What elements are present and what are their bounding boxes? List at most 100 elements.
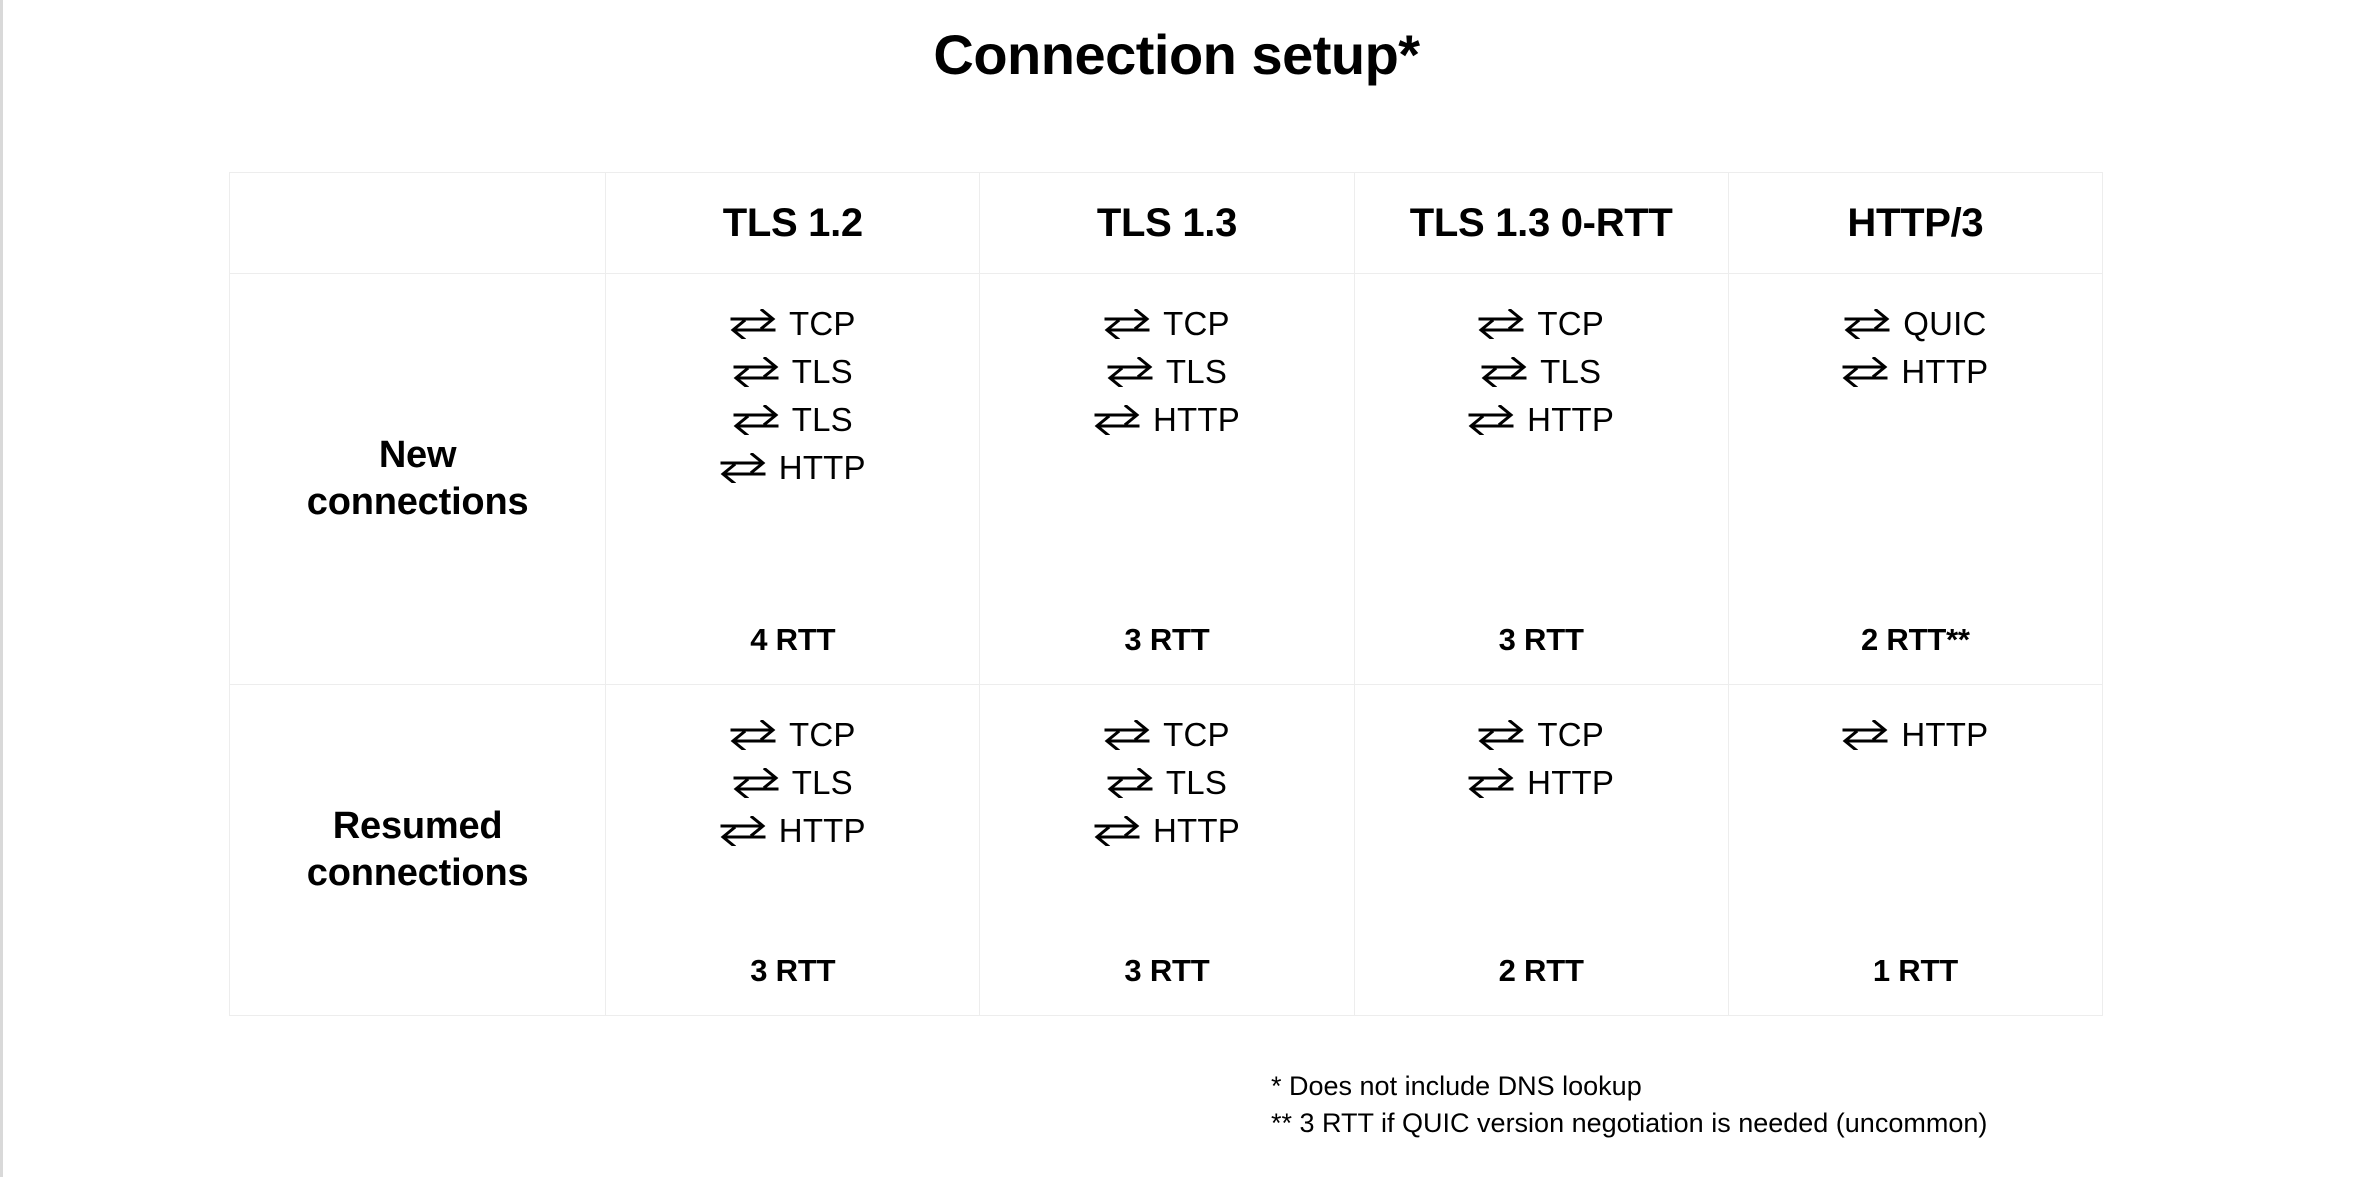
bidirectional-arrow-icon [733, 768, 779, 798]
table-cell: QUIC HTTP 2 RTT** [1727, 273, 2104, 685]
cell-content: QUIC HTTP 2 RTT** [1729, 274, 2102, 684]
cell-content: TCP TLS HTTP 3 RTT [980, 685, 1353, 1015]
bidirectional-arrow-icon [730, 720, 776, 750]
footnote-1: * Does not include DNS lookup [1271, 1071, 1642, 1101]
bidirectional-arrow-icon [1842, 720, 1888, 750]
table-corner-cell [228, 172, 607, 274]
rtt-total: 4 RTT [750, 622, 836, 657]
table-cell: TCP TLS TLS HTTP 4 RTT [605, 273, 981, 685]
table-cell: TCP TLS HTTP 3 RTT [605, 684, 981, 1016]
bidirectional-arrow-icon [1468, 405, 1514, 435]
handshake-step-label: HTTP [778, 812, 866, 849]
table-cell: HTTP 1 RTT [1727, 684, 2104, 1016]
handshake-step: TCP [730, 300, 856, 348]
handshake-step: TLS [1107, 759, 1227, 807]
handshake-step: HTTP [720, 807, 866, 855]
bidirectional-arrow-icon [1107, 357, 1153, 387]
handshake-step: TLS [1481, 348, 1601, 396]
bidirectional-arrow-icon [1107, 768, 1153, 798]
bidirectional-arrow-icon [1094, 816, 1140, 846]
handshake-step-label: TCP [1163, 305, 1230, 342]
bidirectional-arrow-icon [1094, 405, 1140, 435]
column-header-2: TLS 1.3 [979, 172, 1355, 274]
row-label-line: connections [306, 852, 529, 894]
handshake-step: TCP [1104, 711, 1230, 759]
handshake-step: TLS [733, 396, 853, 444]
bidirectional-arrow-icon [720, 816, 766, 846]
column-header-3: TLS 1.3 0-RTT [1353, 172, 1729, 274]
handshake-step: HTTP [1842, 348, 1988, 396]
bidirectional-arrow-icon [1844, 309, 1890, 339]
rtt-total: 2 RTT [1498, 953, 1584, 988]
handshake-step-label: TCP [1537, 716, 1604, 753]
bidirectional-arrow-icon [1478, 720, 1524, 750]
table-cell: TCP TLS HTTP 3 RTT [979, 273, 1355, 685]
rtt-total: 2 RTT** [1860, 622, 1970, 657]
bidirectional-arrow-icon [1104, 720, 1150, 750]
handshake-step-label: QUIC [1903, 305, 1987, 342]
handshake-step: TLS [733, 348, 853, 396]
handshake-step-label: HTTP [1152, 401, 1240, 438]
handshake-step: QUIC [1844, 300, 1986, 348]
handshake-step: TCP [1478, 300, 1604, 348]
handshake-step-list: TCP TLS HTTP [1355, 274, 1728, 444]
page-title: Connection setup* [933, 23, 1420, 86]
handshake-step-label: TCP [1163, 716, 1230, 753]
handshake-step-label: TLS [1165, 353, 1228, 390]
handshake-step-list: TCP TLS HTTP [606, 685, 979, 855]
bidirectional-arrow-icon [1842, 357, 1888, 387]
handshake-step-label: TLS [1165, 764, 1228, 801]
footnotes: * Does not include DNS lookup** 3 RTT if… [1271, 1068, 1987, 1143]
column-header-4: HTTP/3 [1727, 172, 2104, 274]
handshake-step-list: QUIC HTTP [1729, 274, 2102, 396]
handshake-step: TCP [730, 711, 856, 759]
column-header-1: TLS 1.2 [605, 172, 981, 274]
rtt-total: 3 RTT [1124, 953, 1210, 988]
handshake-step-label: TLS [791, 401, 853, 438]
bidirectional-arrow-icon [733, 357, 779, 387]
handshake-step: HTTP [1468, 396, 1614, 444]
handshake-step: TLS [733, 759, 853, 807]
rtt-total: 1 RTT [1872, 953, 1958, 988]
bidirectional-arrow-icon [1104, 309, 1150, 339]
rtt-total: 3 RTT [750, 953, 836, 988]
rtt-total: 3 RTT [1124, 622, 1210, 657]
table-row: Resumed connections TCP TLS HTTP 3 RTT TCP TLS H… [228, 684, 2104, 1016]
handshake-step-label: TLS [791, 353, 853, 390]
handshake-step-label: TLS [1540, 353, 1602, 390]
cell-content: TCP TLS TLS HTTP 4 RTT [606, 274, 979, 684]
handshake-step-label: HTTP [778, 449, 866, 486]
handshake-step: HTTP [1094, 396, 1240, 444]
row-label-line: Resumed [332, 804, 503, 847]
handshake-step: HTTP [1842, 711, 1988, 759]
bidirectional-arrow-icon [1481, 357, 1527, 387]
handshake-step-label: TCP [1537, 305, 1604, 342]
bidirectional-arrow-icon [1468, 768, 1514, 798]
handshake-step: TCP [1478, 711, 1604, 759]
bidirectional-arrow-icon [730, 309, 776, 339]
handshake-step-label: HTTP [1152, 812, 1240, 849]
handshake-step-label: TCP [788, 716, 856, 753]
handshake-step: TLS [1107, 348, 1227, 396]
handshake-step: TCP [1104, 300, 1230, 348]
cell-content: TCP TLS HTTP 3 RTT [980, 274, 1353, 684]
handshake-step-list: HTTP [1729, 685, 2102, 759]
cell-content: TCP TLS HTTP 3 RTT [606, 685, 979, 1015]
bidirectional-arrow-icon [733, 405, 779, 435]
handshake-step: HTTP [720, 444, 866, 492]
table-cell: TCP TLS HTTP 3 RTT [979, 684, 1355, 1016]
handshake-step-label: HTTP [1527, 401, 1615, 438]
handshake-step-list: TCP TLS HTTP [980, 685, 1353, 855]
handshake-step-label: HTTP [1901, 353, 1989, 390]
handshake-step-label: HTTP [1901, 716, 1989, 753]
handshake-step: HTTP [1094, 807, 1240, 855]
handshake-step-list: TCP TLS TLS HTTP [606, 274, 979, 492]
